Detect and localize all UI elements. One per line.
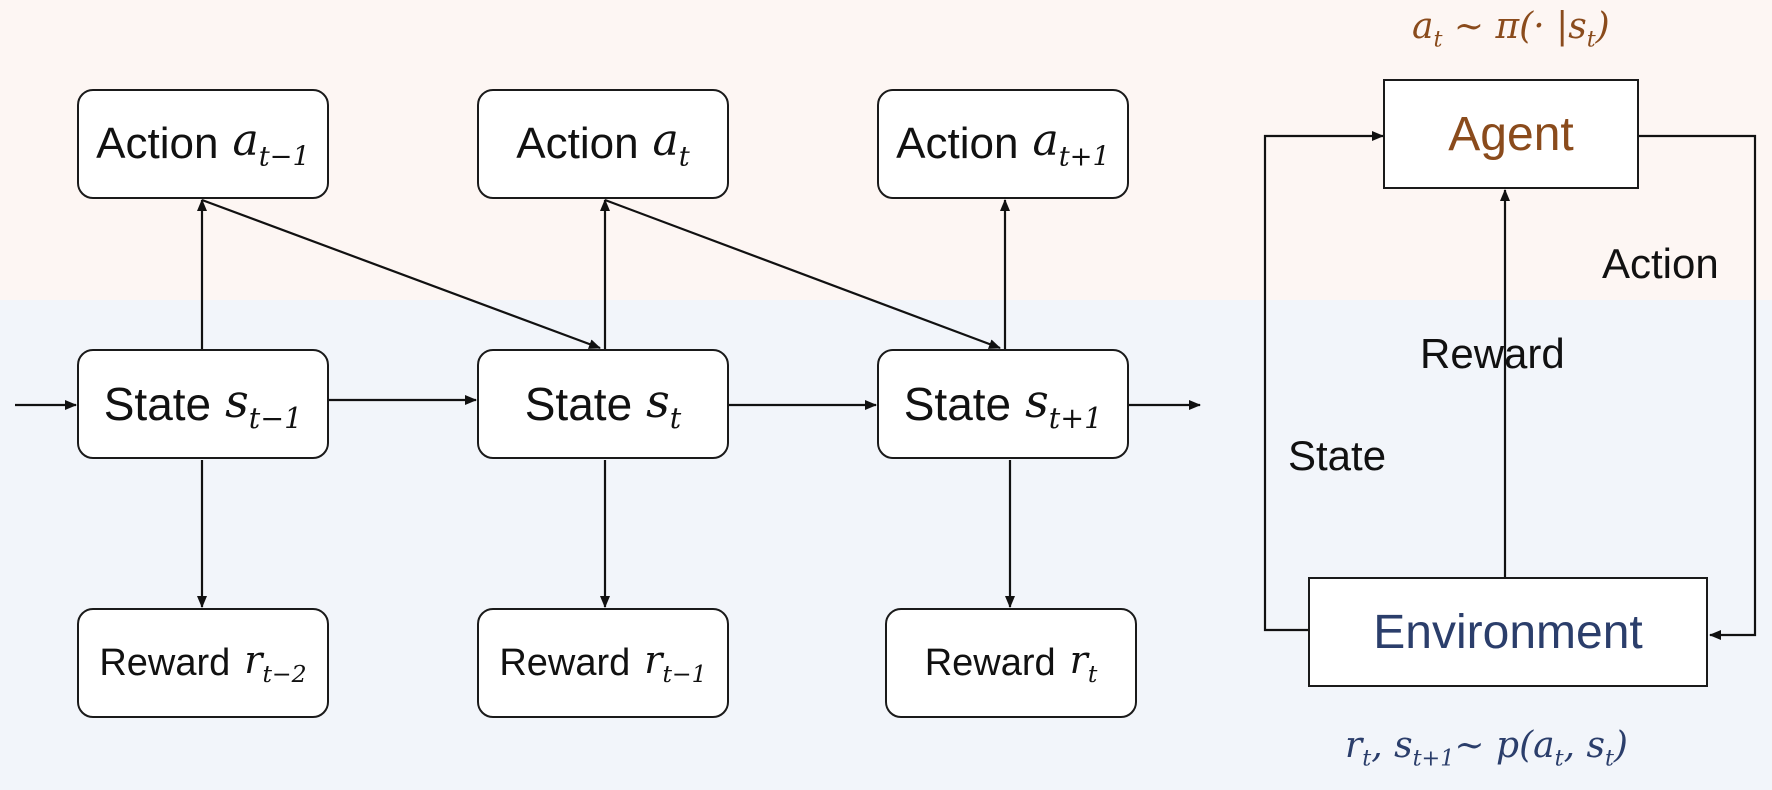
action-symbol: at: [652, 115, 690, 173]
action-box-t: Action at: [477, 89, 729, 199]
arrow-action1-to-state2: [604, 198, 1001, 350]
action-word: Action: [516, 119, 639, 168]
arrow-action0-to-state1: [201, 198, 601, 350]
state-symbol: st: [646, 373, 682, 435]
transition-formula: rt, st+1∼ p(at, st): [1345, 725, 1628, 772]
environment-box: Environment: [1308, 577, 1708, 687]
arrow-environment-state-to-agent: [1263, 131, 1384, 632]
arrow-agent-action-to-environment: [1639, 134, 1757, 640]
state-word: State: [524, 378, 633, 430]
policy-formula: at ∼ π(· |st): [1412, 6, 1610, 53]
reward-word: Reward: [99, 641, 231, 684]
reward-symbol: rt−2: [244, 638, 307, 688]
action-box-t-plus-1: Action at+1: [877, 89, 1129, 199]
reward-edge-label: Reward: [1420, 330, 1565, 377]
action-word: Action: [896, 119, 1019, 168]
action-edge-label: Action: [1602, 240, 1719, 287]
reward-word: Reward: [924, 641, 1056, 684]
reward-word: Reward: [499, 641, 631, 684]
environment-label: Environment: [1373, 605, 1643, 659]
agent-box: Agent: [1383, 79, 1639, 189]
state-word: State: [103, 378, 212, 430]
reward-symbol: rt−1: [644, 638, 707, 688]
action-box-t-minus-1: Action at−1: [77, 89, 329, 199]
reward-symbol: rt: [1069, 638, 1098, 688]
agent-label: Agent: [1448, 107, 1574, 161]
action-symbol: at−1: [232, 115, 310, 173]
action-word: Action: [96, 119, 219, 168]
reward-box-t-minus-1: Reward rt−1: [477, 608, 729, 718]
reward-box-t: Reward rt: [885, 608, 1137, 718]
state-edge-label: State: [1288, 432, 1387, 479]
reward-box-t-minus-2: Reward rt−2: [77, 608, 329, 718]
state-symbol: st+1: [1025, 373, 1103, 435]
state-word: State: [903, 378, 1012, 430]
state-symbol: st−1: [225, 373, 303, 435]
action-symbol: at+1: [1032, 115, 1110, 173]
